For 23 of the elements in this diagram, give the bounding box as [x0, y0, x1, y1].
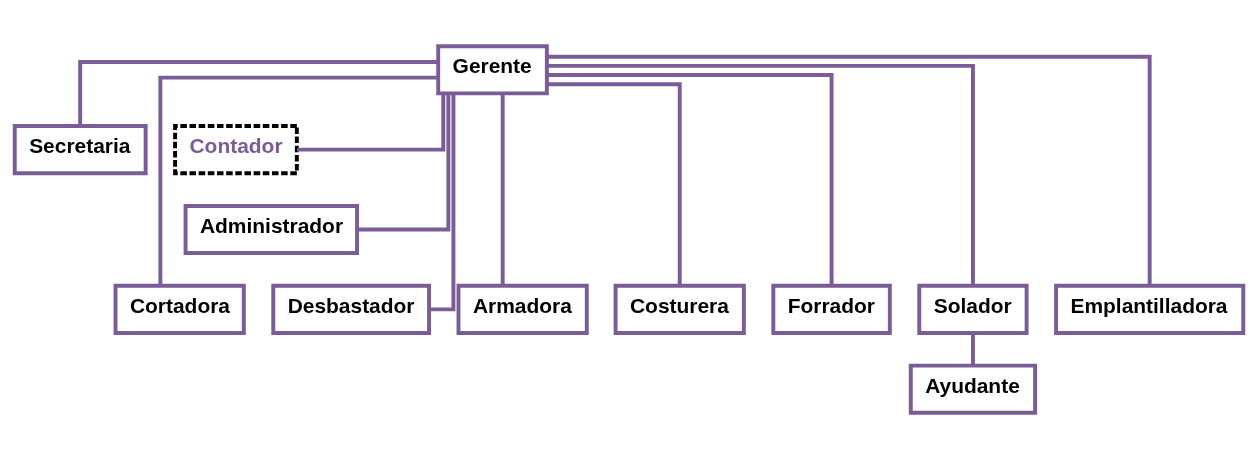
connector [357, 93, 451, 232]
connector [971, 333, 975, 366]
node-box: Desbastador [271, 283, 431, 335]
node-box: Forrador [771, 283, 892, 335]
node-box: Contador [173, 124, 299, 176]
connector [547, 82, 682, 286]
connector [547, 63, 975, 286]
connector [500, 93, 505, 286]
connector [429, 93, 456, 312]
node-box: Solador [917, 283, 1029, 335]
node-box: Armadora [456, 283, 589, 335]
node-box: Emplantilladora [1054, 283, 1246, 335]
node-box: Ayudante [908, 363, 1038, 415]
node-box: Administrador [183, 203, 359, 256]
connector [158, 75, 439, 286]
node-box: Gerente [436, 44, 549, 96]
connector [547, 73, 834, 286]
node-box: Secretaria [12, 124, 148, 176]
node-box: Cortadora [113, 283, 246, 335]
connector [78, 59, 439, 126]
connector [546, 54, 1152, 286]
node-box: Costurera [613, 283, 746, 335]
connector [297, 93, 446, 152]
